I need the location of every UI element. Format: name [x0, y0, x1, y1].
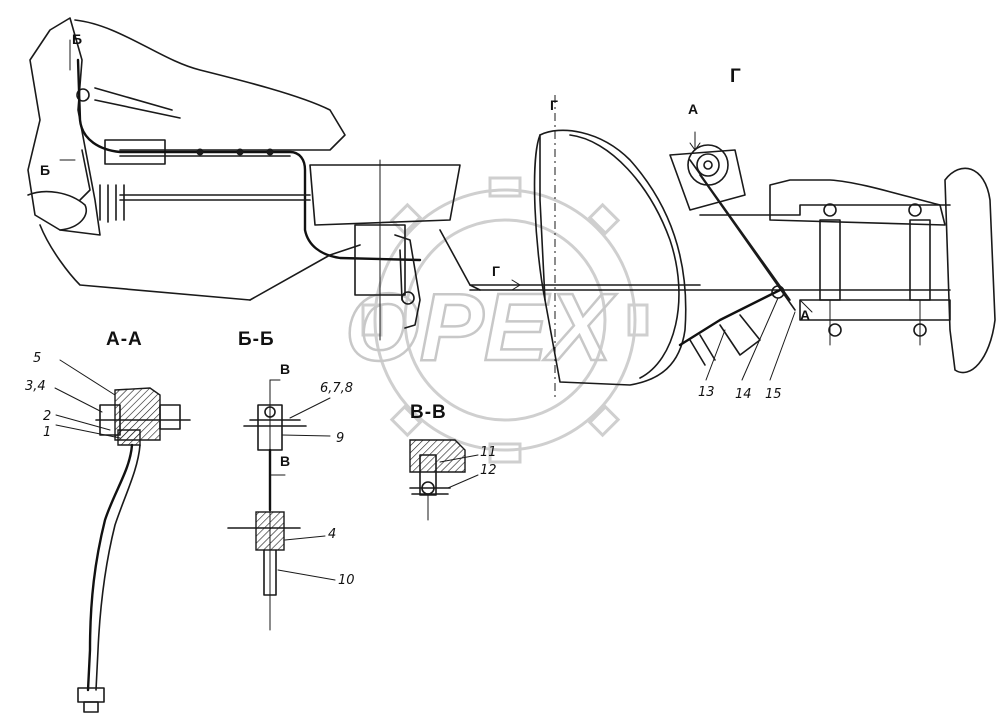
title-section-bb: Б-Б — [238, 329, 275, 350]
watermark-text: OPEX — [345, 274, 617, 381]
callout-vv-12: 12 — [480, 463, 497, 478]
marker-g-arrow: Г — [492, 263, 500, 279]
callout-main-15: 15 — [765, 387, 782, 402]
callout-bb-10: 10 — [338, 573, 355, 588]
pulley-lever-assembly — [669, 144, 796, 366]
marker-g-axis: Г — [550, 97, 558, 113]
callout-main-13: 13 — [698, 385, 715, 400]
mount-bracket — [354, 159, 421, 341]
marker-b-left: Б — [40, 162, 50, 178]
callout-bb-4: 4 — [328, 527, 336, 542]
callout-bb-9: 9 — [336, 431, 344, 446]
marker-a-bottom: А — [800, 307, 810, 323]
section-vv-drawing — [409, 439, 479, 521]
left-bracket-assembly — [27, 17, 346, 301]
marker-v-top: В — [280, 361, 290, 377]
title-view-g: Г — [730, 66, 742, 87]
cable-run — [76, 58, 422, 262]
axle-hub — [769, 167, 996, 374]
section-aa-drawing — [54, 359, 191, 713]
callout-aa-5: 5 — [33, 351, 41, 366]
section-bb-drawing — [227, 379, 336, 631]
title-section-aa: А-А — [106, 329, 143, 350]
marker-b-top: Б — [72, 31, 82, 47]
callout-vv-11: 11 — [480, 445, 497, 460]
callout-bb-678: 6,7,8 — [320, 381, 353, 396]
callout-main-14: 14 — [735, 387, 752, 402]
callout-aa-1: 1 — [43, 425, 51, 440]
marker-a-top: А — [688, 101, 698, 117]
tank-body — [533, 95, 687, 400]
view-arrows — [69, 39, 813, 313]
watermark-gear-icon — [361, 176, 649, 464]
title-section-vv: В-В — [410, 402, 447, 423]
main-callout-leaders — [705, 297, 796, 381]
marker-v-bottom: В — [280, 453, 290, 469]
callout-aa-34: 3,4 — [25, 379, 46, 394]
callout-aa-2: 2 — [43, 409, 51, 424]
